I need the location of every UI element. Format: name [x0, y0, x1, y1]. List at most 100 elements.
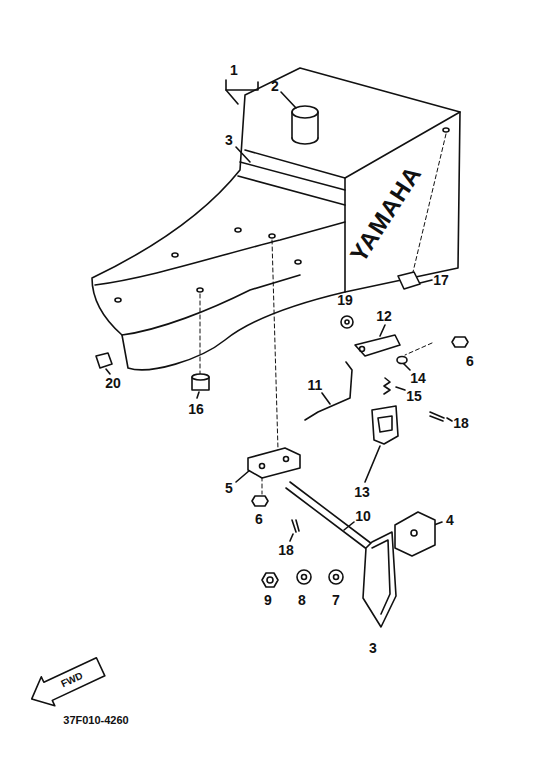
bracket-4 — [395, 512, 435, 556]
spring-15 — [384, 378, 390, 394]
lock-13 — [372, 406, 398, 444]
seat — [269, 234, 275, 238]
clip-17 — [398, 272, 420, 289]
spring-15 — [384, 378, 390, 394]
callout-number: 11 — [308, 378, 323, 392]
bolt-6 — [252, 496, 268, 506]
rod-11 — [305, 362, 352, 420]
callout-number: 6 — [255, 512, 263, 526]
callout-number: 14 — [410, 371, 426, 385]
strap-cylinder — [292, 112, 318, 138]
bracket-5 — [248, 448, 300, 478]
direction-text: FWD — [60, 671, 85, 690]
clip-17 — [398, 272, 420, 289]
lever-12 — [355, 335, 400, 356]
washer-14 — [397, 357, 407, 364]
nut-9 — [262, 573, 278, 587]
dashed-line — [200, 134, 446, 494]
callout-number: 9 — [264, 593, 272, 607]
plate-3 — [363, 532, 396, 627]
washer-14 — [397, 357, 407, 364]
seat — [172, 253, 178, 257]
seat — [238, 176, 345, 205]
seat — [197, 288, 203, 292]
nut-19 — [341, 316, 353, 328]
forward-arrow — [25, 652, 107, 713]
rod-10 — [286, 482, 382, 556]
seat — [115, 298, 121, 302]
callout-number: 5 — [225, 481, 233, 495]
callout-number: 12 — [376, 309, 392, 323]
washer-7 — [334, 575, 339, 580]
plate-3 — [363, 532, 396, 627]
bolt-6 — [452, 337, 468, 347]
callout-bracket — [226, 80, 258, 90]
leader-line — [106, 369, 110, 374]
callout-number: 18 — [278, 543, 294, 557]
dashed-line — [413, 134, 446, 272]
callout-number: 20 — [105, 376, 121, 390]
leader-line — [236, 147, 250, 162]
washer-7 — [329, 570, 343, 584]
nut-9 — [267, 577, 273, 583]
leader-line — [236, 470, 250, 482]
rod-11 — [305, 362, 352, 420]
rubber-16 — [192, 374, 209, 380]
dashed-line — [272, 240, 278, 450]
leader-line — [106, 92, 452, 541]
callout-number: 7 — [332, 593, 340, 607]
leader-line — [396, 387, 405, 390]
bracket-4 — [395, 512, 435, 556]
plate-3 — [372, 540, 390, 614]
leader-line — [365, 446, 380, 482]
callout-number: 6 — [466, 354, 474, 368]
rubber-20 — [96, 353, 112, 368]
callout-number: 2 — [271, 79, 279, 93]
part-code: 37F010-4260 — [63, 715, 128, 726]
seat — [92, 68, 460, 370]
seat — [95, 222, 345, 285]
seat — [344, 178, 346, 292]
callout-bracket — [226, 90, 238, 104]
callout-bracket — [226, 80, 258, 104]
strap-cylinder — [292, 138, 318, 144]
lever-12 — [360, 347, 365, 352]
nut-19 — [341, 316, 353, 328]
bracket-5 — [260, 464, 265, 469]
seat — [240, 162, 345, 190]
cotter-pin-18 — [430, 412, 444, 421]
leader-line — [420, 280, 432, 283]
leader-line — [197, 392, 199, 398]
lock-13 — [372, 406, 398, 444]
washer-8 — [297, 570, 311, 584]
bracket-4 — [411, 530, 417, 536]
callout-number: 1 — [230, 63, 238, 77]
rod-10 — [286, 482, 372, 550]
washer-8 — [297, 570, 311, 584]
seat — [295, 260, 301, 264]
callout-number: 3 — [225, 133, 233, 147]
callout-number: 8 — [298, 593, 306, 607]
callout-number: 4 — [446, 513, 454, 527]
dashed-line — [200, 294, 201, 374]
callout-number: 10 — [355, 509, 371, 523]
rubber-16 — [192, 374, 209, 390]
cotter-pin-18 — [430, 412, 444, 421]
bolt-6 — [252, 496, 268, 506]
bracket-5 — [284, 457, 289, 462]
dashed-line — [405, 343, 432, 355]
strap-cylinder — [292, 106, 318, 144]
callout-number: 18 — [453, 416, 469, 430]
forward-arrow — [25, 652, 107, 713]
brand-text: YAMAHA — [346, 162, 426, 267]
callout-number: 19 — [337, 293, 353, 307]
nut-19 — [345, 320, 349, 324]
seat — [245, 112, 460, 178]
lock-13 — [378, 416, 392, 432]
seat — [235, 228, 241, 232]
rubber-20 — [96, 353, 112, 368]
seat — [92, 68, 460, 370]
cotter-pin-18 — [292, 520, 299, 532]
